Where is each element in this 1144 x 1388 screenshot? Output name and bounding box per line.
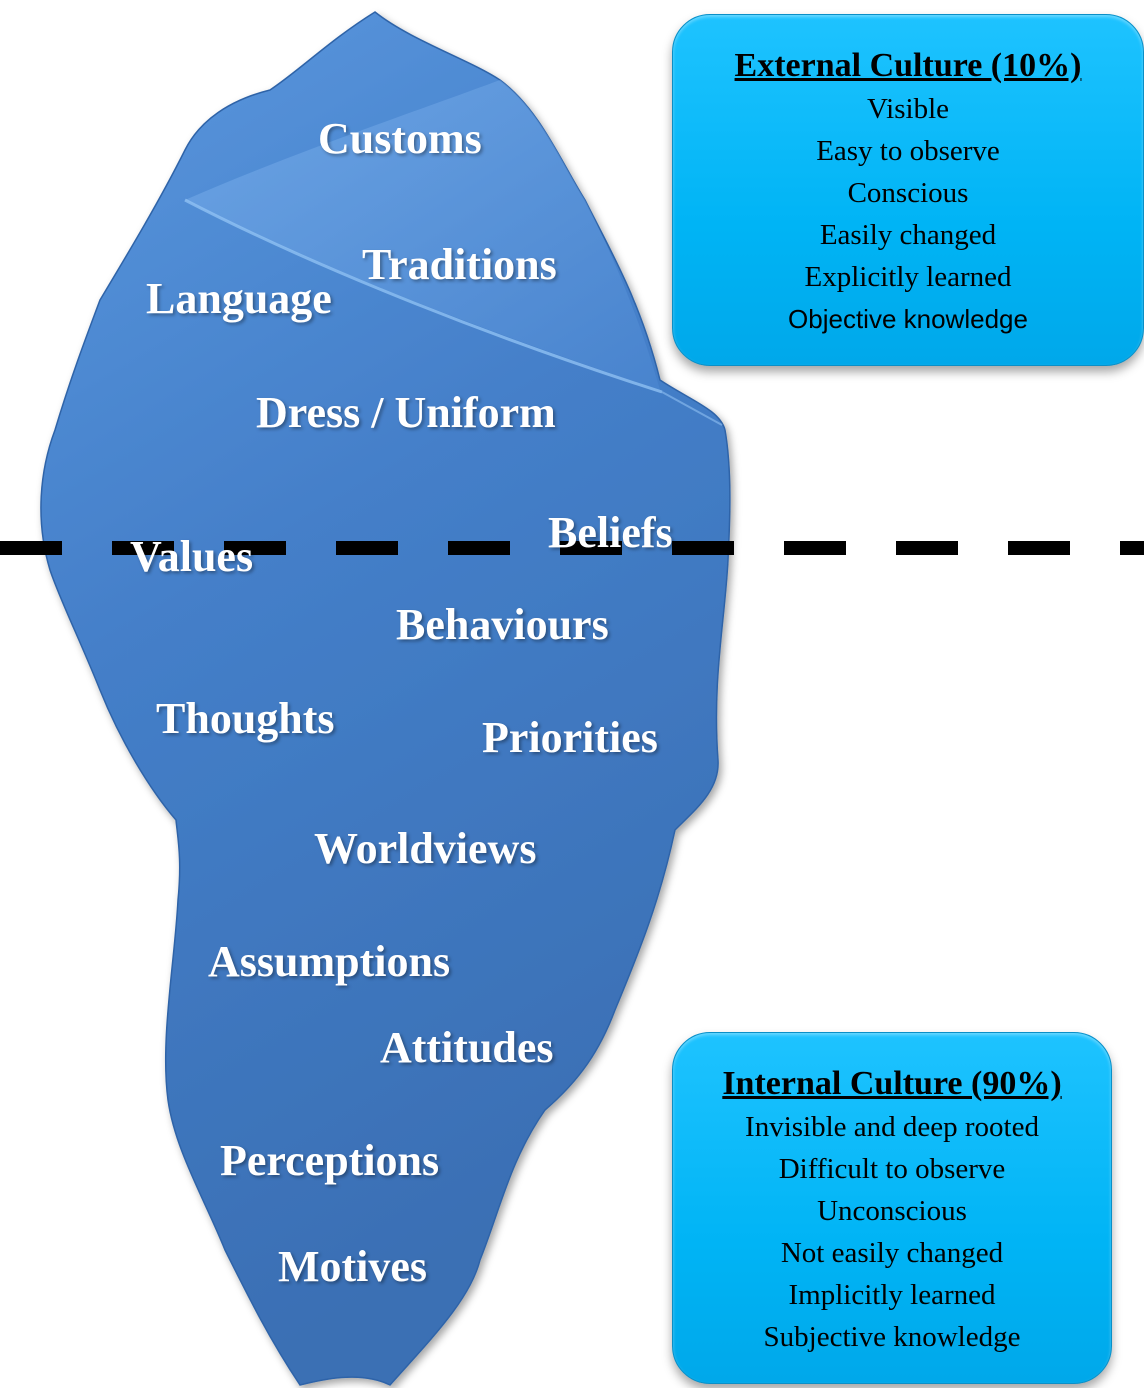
label-dress-uniform: Dress / Uniform — [256, 388, 556, 437]
external-line: Visible — [866, 92, 950, 125]
internal-line: Unconscious — [817, 1194, 967, 1227]
external-culture-title: External Culture (10%) — [734, 47, 1082, 84]
internal-line: Subjective knowledge — [763, 1320, 1021, 1353]
external-line: Easy to observe — [816, 134, 1000, 167]
iceberg-ridge — [184, 198, 663, 394]
internal-culture-box: Internal Culture (90%) Invisible and dee… — [672, 1032, 1112, 1384]
label-language: Language — [146, 274, 332, 323]
label-beliefs: Beliefs — [548, 508, 673, 557]
label-traditions: Traditions — [362, 240, 557, 289]
label-assumptions: Assumptions — [208, 937, 451, 986]
label-thoughts: Thoughts — [156, 694, 335, 743]
iceberg-shape — [40, 11, 731, 1386]
internal-line: Implicitly learned — [788, 1278, 996, 1311]
iceberg-ridge-2 — [661, 391, 723, 426]
internal-line: Not easily changed — [780, 1236, 1004, 1269]
label-attitudes: Attitudes — [380, 1023, 554, 1072]
label-motives: Motives — [278, 1242, 428, 1291]
label-behaviours: Behaviours — [396, 600, 609, 649]
label-priorities: Priorities — [482, 713, 658, 762]
internal-line: Difficult to observe — [778, 1152, 1006, 1185]
label-customs: Customs — [318, 114, 482, 163]
internal-culture-title: Internal Culture (90%) — [722, 1065, 1062, 1102]
external-line: Explicitly learned — [804, 260, 1012, 293]
internal-line: Invisible and deep rooted — [745, 1110, 1039, 1143]
external-line: Conscious — [847, 176, 969, 209]
iceberg-facet — [185, 80, 660, 390]
label-worldviews: Worldviews — [314, 824, 537, 873]
external-line: Objective knowledge — [788, 303, 1028, 334]
label-values: Values — [130, 532, 254, 581]
external-line: Easily changed — [819, 218, 997, 251]
external-culture-box: External Culture (10%) Visible Easy to o… — [672, 14, 1144, 366]
label-perceptions: Perceptions — [220, 1136, 440, 1185]
